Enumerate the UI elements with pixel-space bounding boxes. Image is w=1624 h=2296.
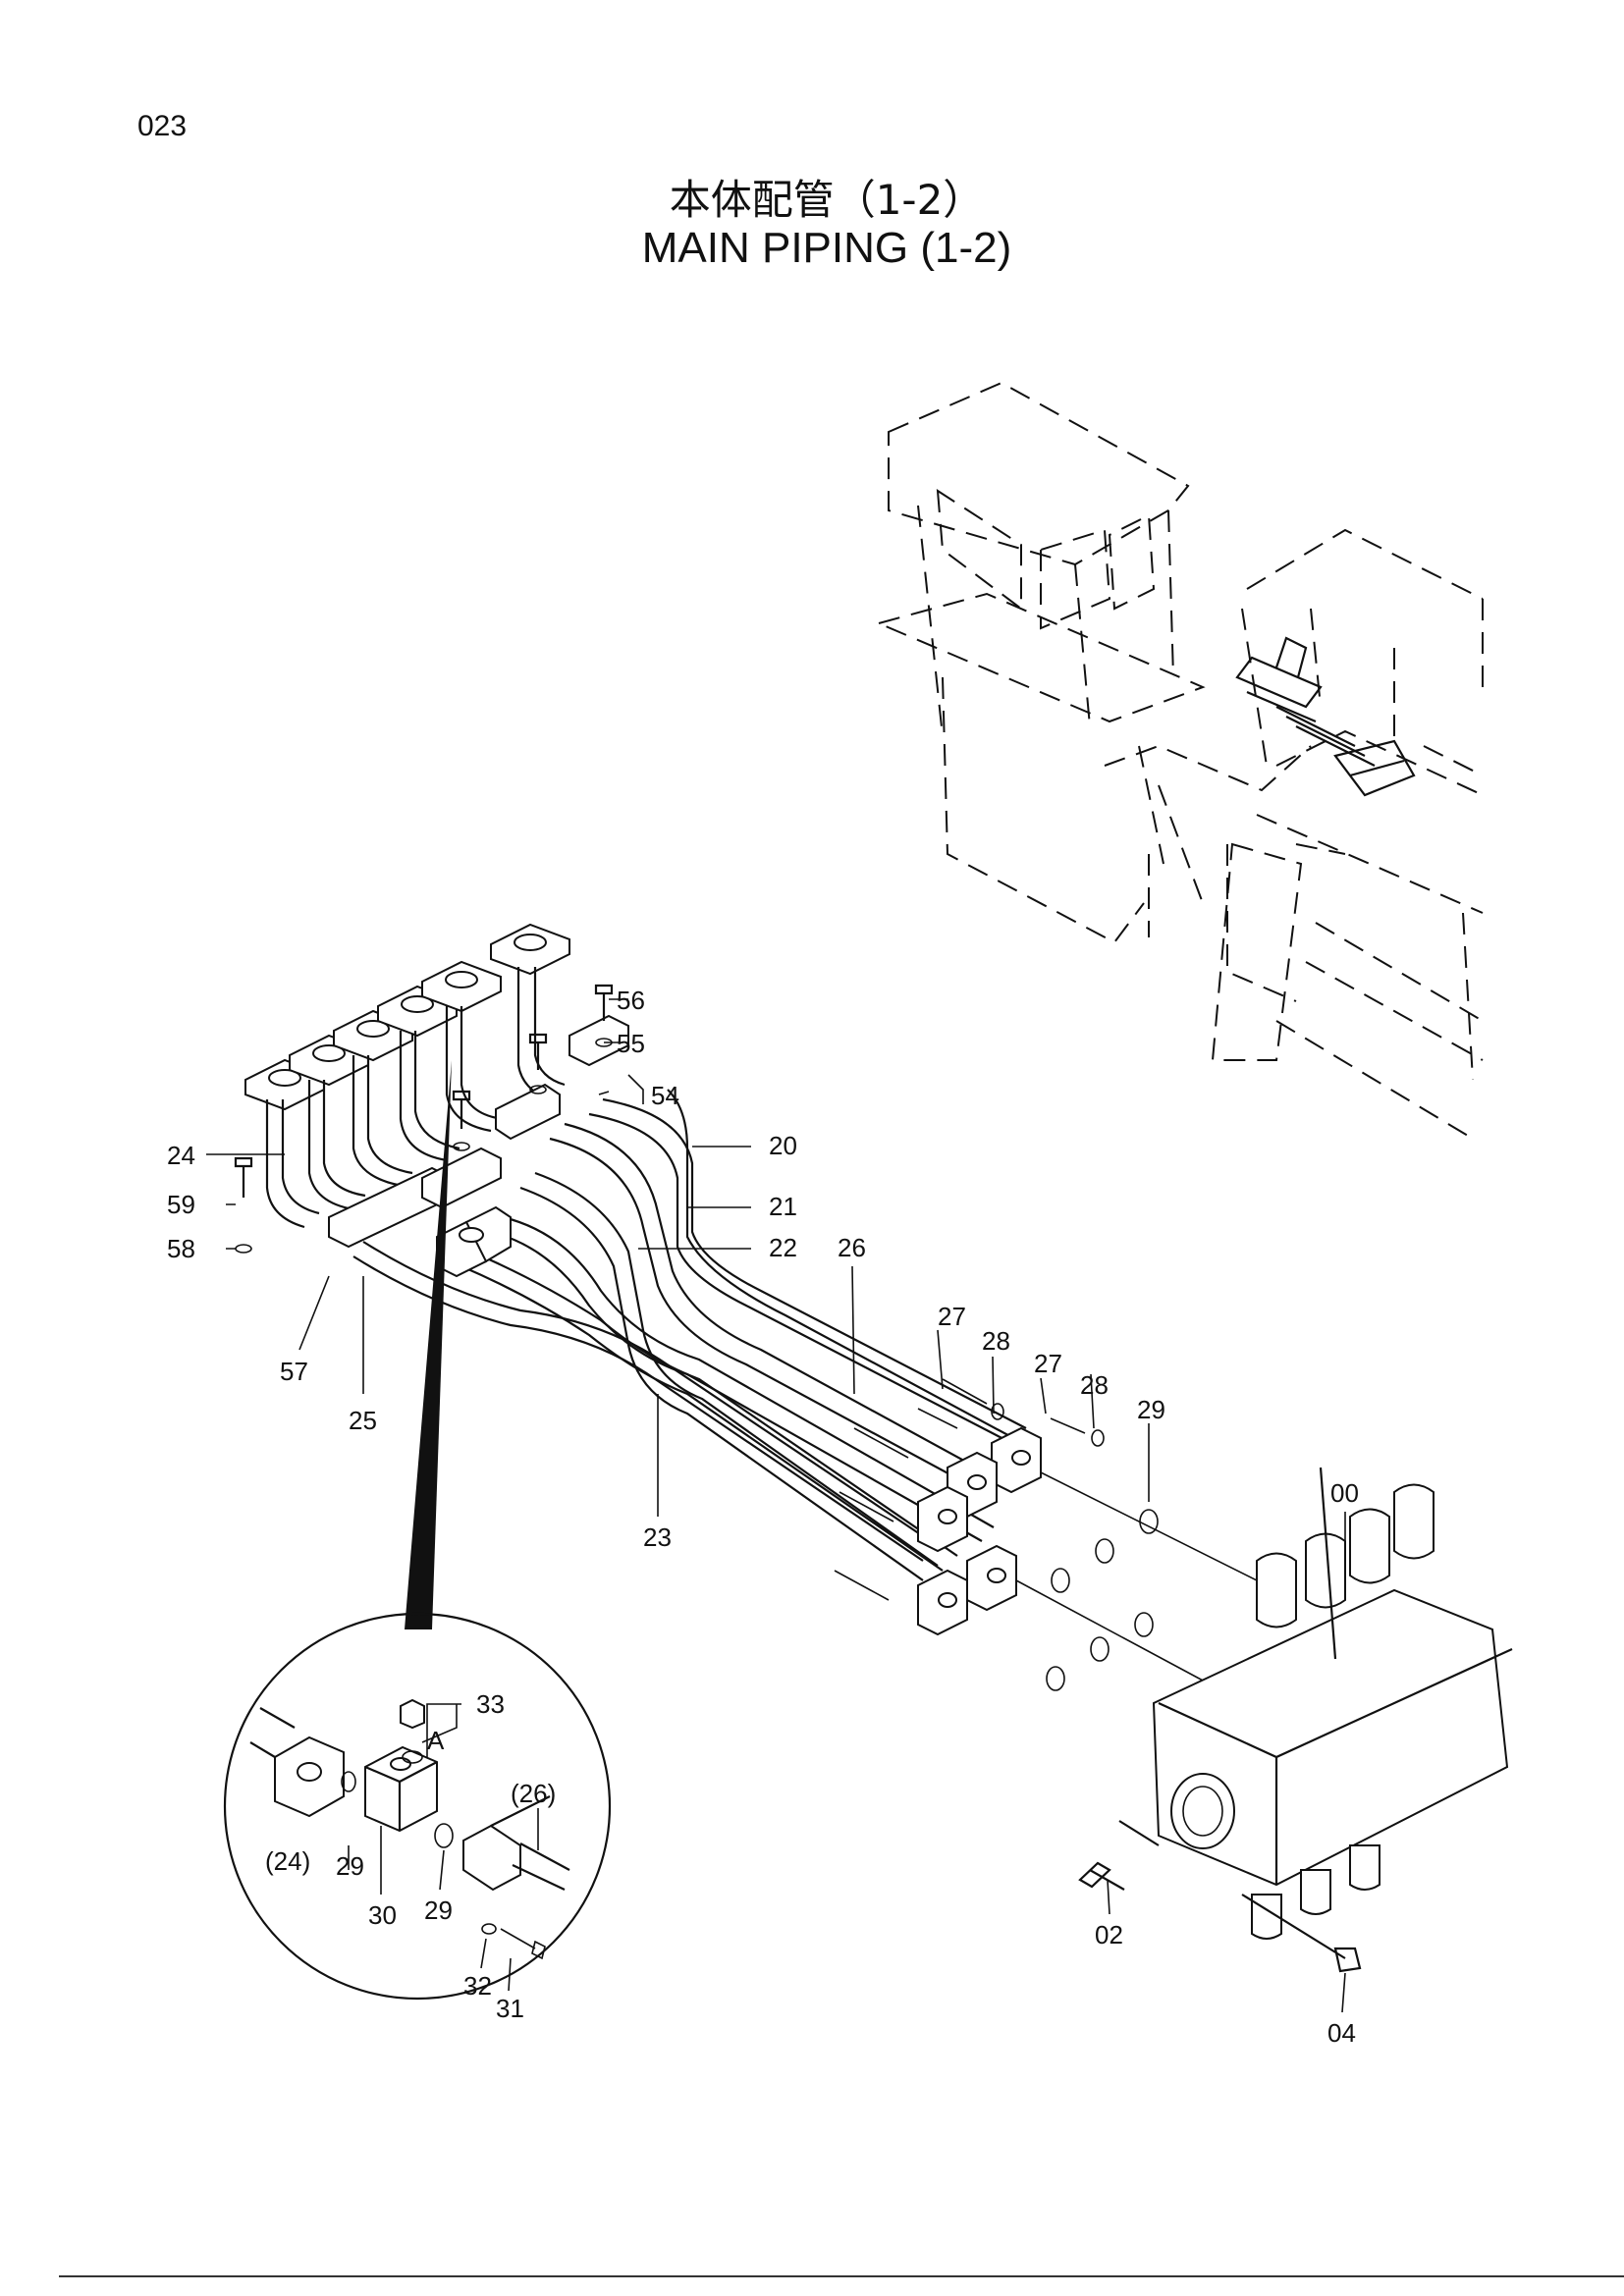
- callout-54: 54: [651, 1081, 679, 1110]
- detail-callout-29a: 29: [336, 1851, 364, 1881]
- detail-callout-33: 33: [476, 1689, 505, 1719]
- callout-27a: 27: [938, 1302, 966, 1331]
- callout-58: 58: [167, 1234, 195, 1263]
- callout-26: 26: [838, 1233, 866, 1262]
- callout-20: 20: [769, 1131, 797, 1160]
- callout-29: 29: [1137, 1395, 1165, 1424]
- callout-59: 59: [167, 1190, 195, 1219]
- detail-callout-31: 31: [496, 1994, 524, 2023]
- detail-callout-26: (26): [511, 1779, 556, 1808]
- machine-outline-icon: [875, 381, 1484, 1140]
- callout-02: 02: [1095, 1920, 1123, 1949]
- page-title-english: MAIN PIPING (1-2): [641, 224, 1012, 272]
- bottom-rule: [59, 2275, 1624, 2277]
- callout-55: 55: [617, 1029, 645, 1058]
- callout-23: 23: [643, 1522, 672, 1552]
- callout-24: 24: [167, 1141, 195, 1170]
- detail-callout-A: A: [427, 1726, 445, 1755]
- page-number: 023: [137, 110, 188, 142]
- pipe-assembly-icon: [234, 923, 1277, 1691]
- detail-circle-icon: [223, 1060, 612, 2001]
- detail-callout-30: 30: [368, 1900, 397, 1930]
- callout-04: 04: [1327, 2018, 1356, 2048]
- detail-labels: 33 A (26) (24) 29 30 29 32 31: [265, 1689, 556, 2023]
- detail-callout-24: (24): [265, 1846, 310, 1876]
- callout-21: 21: [769, 1192, 797, 1221]
- control-valve-icon: [1078, 1467, 1513, 1973]
- callout-28b: 28: [1080, 1370, 1109, 1400]
- callout-27b: 27: [1034, 1349, 1062, 1378]
- detail-callout-32: 32: [463, 1971, 492, 2001]
- callout-57: 57: [280, 1357, 308, 1386]
- callout-00: 00: [1330, 1478, 1359, 1508]
- callout-28a: 28: [982, 1326, 1010, 1356]
- page-title-japanese: 本体配管（1-2）: [669, 176, 985, 224]
- callout-56: 56: [617, 986, 645, 1015]
- detail-callout-29b: 29: [424, 1896, 453, 1925]
- leader-lines: [206, 998, 1346, 2013]
- callout-labels: 56 55 54 20 21 22 24 59 58 57 25 26 27 2…: [167, 986, 1359, 2048]
- callout-22: 22: [769, 1233, 797, 1262]
- callout-25: 25: [349, 1406, 377, 1435]
